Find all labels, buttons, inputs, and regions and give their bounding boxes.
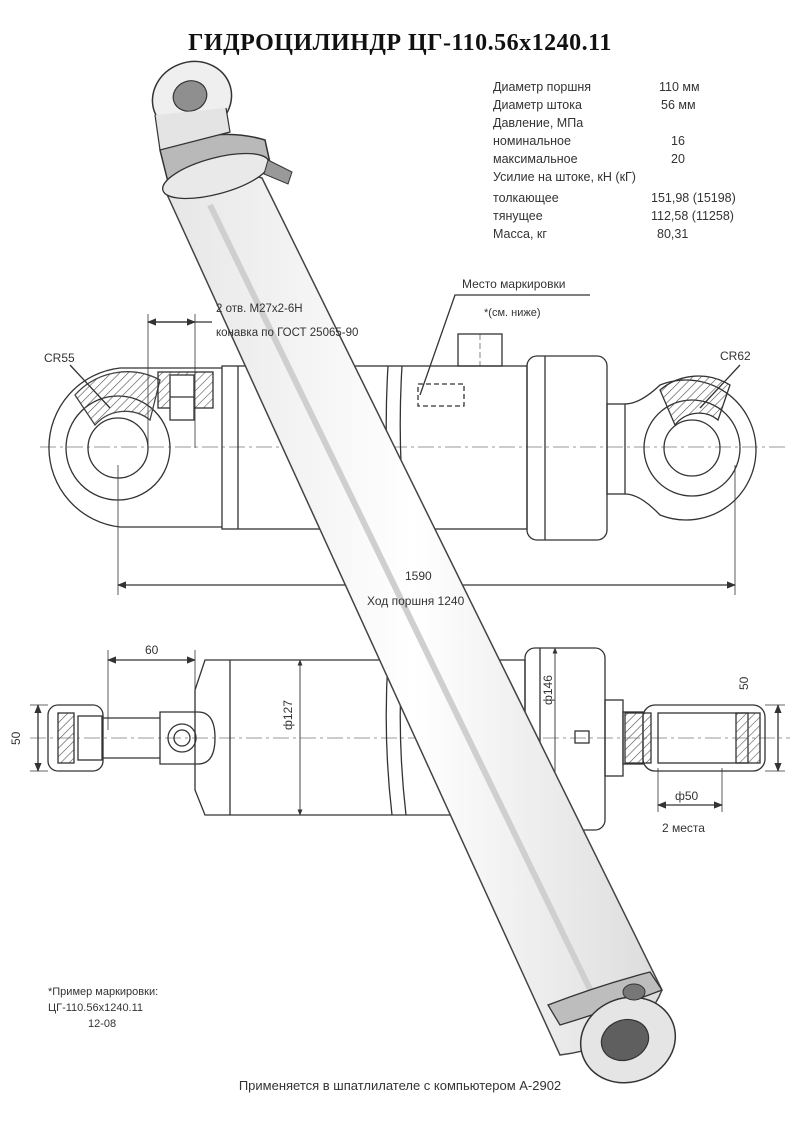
left-port-top xyxy=(167,723,197,753)
ports-label-line2: конавка по ГОСТ 25065-90 xyxy=(216,327,358,339)
left-clevis xyxy=(159,711,216,765)
left-eye-section xyxy=(74,371,161,427)
ports-label-line1: 2 отв. М27х2-6Н xyxy=(216,303,303,315)
cylinder-3d-illustration xyxy=(151,60,677,1084)
dim-127-label: ф127 xyxy=(281,700,295,730)
left-bearing xyxy=(47,704,104,772)
see-below-label: *(см. ниже) xyxy=(484,307,540,319)
length-label: 1590 xyxy=(405,569,432,583)
stroke-label: Ход поршня 1240 xyxy=(367,594,465,608)
radius-leader-left xyxy=(69,364,111,409)
radius-leader-right xyxy=(699,364,741,409)
two-places-label: 2 места xyxy=(662,821,705,835)
application-note: Применяется в шпатлилателе с компьютером… xyxy=(238,1078,562,1093)
spec-row: Усилие на штоке, кН (кГ) xyxy=(493,170,636,184)
right-eye-outline xyxy=(624,379,757,521)
dim-50-left-label: 50 xyxy=(9,731,23,745)
marking-place-label: Место маркировки xyxy=(462,277,565,291)
marking-example-line2: ЦГ-110.56х1240.11 xyxy=(48,1002,144,1014)
radius-left-label: СR55 xyxy=(44,351,75,365)
drawing-labels: Место маркировки *(см. ниже) 2 отв. М27х… xyxy=(9,277,751,835)
rod-stub xyxy=(606,403,626,495)
spec-row: Давление, МПа xyxy=(493,116,584,130)
dim-50-right-label: 50 xyxy=(737,676,751,690)
marking-example-line3: 12-08 xyxy=(88,1018,117,1030)
marking-example-line1: *Пример маркировки: xyxy=(48,986,159,998)
left-eye-outline xyxy=(48,367,222,528)
cylinder-head xyxy=(526,355,608,541)
dim-phi50-label: ф50 xyxy=(675,789,699,803)
dim-146-label: ф146 xyxy=(541,675,555,705)
drawing-title: ГИДРОЦИЛИНДР ЦГ-110.56х1240.11 xyxy=(188,30,612,56)
radius-right-label: СR62 xyxy=(720,349,751,363)
right-eye-section xyxy=(659,375,731,427)
dim-60-label: 60 xyxy=(145,643,159,657)
marking-place-box xyxy=(417,383,465,407)
